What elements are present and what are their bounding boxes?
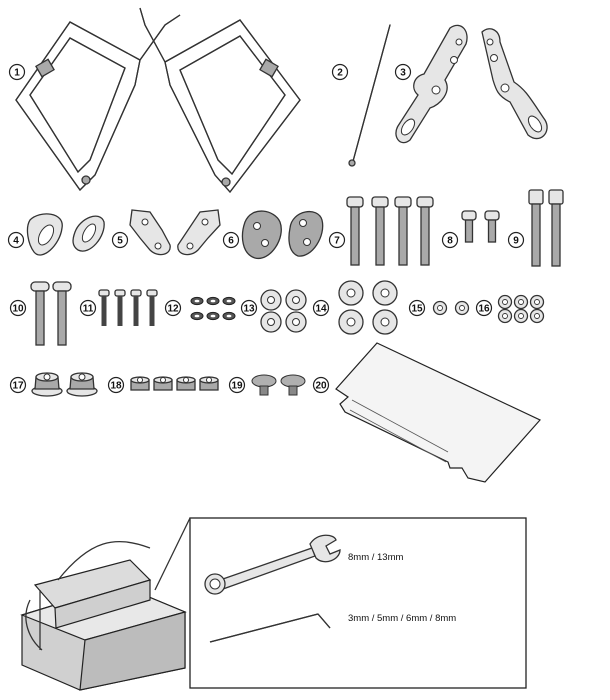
small-washers-item-16 <box>497 294 545 324</box>
washers-item-13 <box>260 289 307 333</box>
item-number-15: 15 <box>408 299 426 317</box>
hooks-item-5 <box>129 209 221 256</box>
item-number-10: 10 <box>9 299 27 317</box>
item-number-label: 6 <box>228 236 234 247</box>
socket-bolts-item-9 <box>528 189 564 267</box>
item-number-17: 17 <box>9 376 27 394</box>
screws-item-11 <box>98 289 158 326</box>
item-number-label: 9 <box>513 236 519 247</box>
item-number-20: 20 <box>312 376 330 394</box>
item-number-3: 3 <box>394 63 412 81</box>
template-sheet-item-20 <box>335 342 541 483</box>
item-number-18: 18 <box>107 376 125 394</box>
short-bolts-item-8 <box>461 210 500 243</box>
item-number-label: 17 <box>12 381 24 392</box>
item-number-16: 16 <box>475 299 493 317</box>
item-number-label: 19 <box>231 381 243 392</box>
rubber-plates-item-6 <box>241 210 324 259</box>
item-number-label: 5 <box>117 236 123 247</box>
item-number-7: 7 <box>328 231 346 249</box>
rivets-item-19 <box>251 374 306 396</box>
item-number-label: 20 <box>315 381 327 392</box>
item-number-label: 3 <box>400 68 406 79</box>
hex-key-sizes-label: 3mm / 5mm / 6mm / 8mm <box>348 613 456 624</box>
item-number-label: 8 <box>447 236 453 247</box>
item-number-12: 12 <box>164 299 182 317</box>
long-bolts-item-7 <box>346 196 434 266</box>
item-number-6: 6 <box>222 231 240 249</box>
large-washers-item-14 <box>338 280 398 335</box>
item-number-9: 9 <box>507 231 525 249</box>
item-number-5: 5 <box>111 231 129 249</box>
item-number-label: 14 <box>315 304 327 315</box>
hex-key-icon <box>209 613 331 643</box>
lock-washers-item-12 <box>190 296 236 321</box>
bolts-item-10 <box>30 281 72 346</box>
tools-panel: 8mm / 13mm 3mm / 5mm / 6mm / 8mm <box>154 517 527 689</box>
washers-item-15 <box>432 300 470 316</box>
item-number-8: 8 <box>441 231 459 249</box>
wrench-icon <box>204 534 341 595</box>
item-number-14: 14 <box>312 299 330 317</box>
item-number-13: 13 <box>240 299 258 317</box>
item-number-19: 19 <box>228 376 246 394</box>
wrench-sizes-label: 8mm / 13mm <box>348 552 404 563</box>
item-number-label: 16 <box>478 304 490 315</box>
item-number-label: 13 <box>243 304 255 315</box>
item-number-label: 7 <box>334 236 340 247</box>
nuts-item-18 <box>130 376 219 391</box>
toolbox-icon <box>20 541 187 691</box>
flange-nuts-item-17 <box>31 372 98 397</box>
item-number-label: 12 <box>167 304 179 315</box>
item-number-label: 4 <box>13 236 19 247</box>
item-number-label: 1 <box>14 68 20 79</box>
bracket-plates <box>395 24 548 144</box>
spacers-item-4 <box>26 213 105 256</box>
item-number-label: 10 <box>12 304 24 315</box>
item-number-11: 11 <box>79 299 97 317</box>
item-number-label: 18 <box>110 381 122 392</box>
item-number-1: 1 <box>8 63 26 81</box>
item-number-label: 11 <box>83 304 94 315</box>
item-number-label: 2 <box>337 68 343 79</box>
connecting-rod <box>348 24 391 167</box>
item-number-2: 2 <box>331 63 349 81</box>
item-number-4: 4 <box>7 231 25 249</box>
side-frame-pair <box>15 7 301 194</box>
item-number-label: 15 <box>411 304 423 315</box>
